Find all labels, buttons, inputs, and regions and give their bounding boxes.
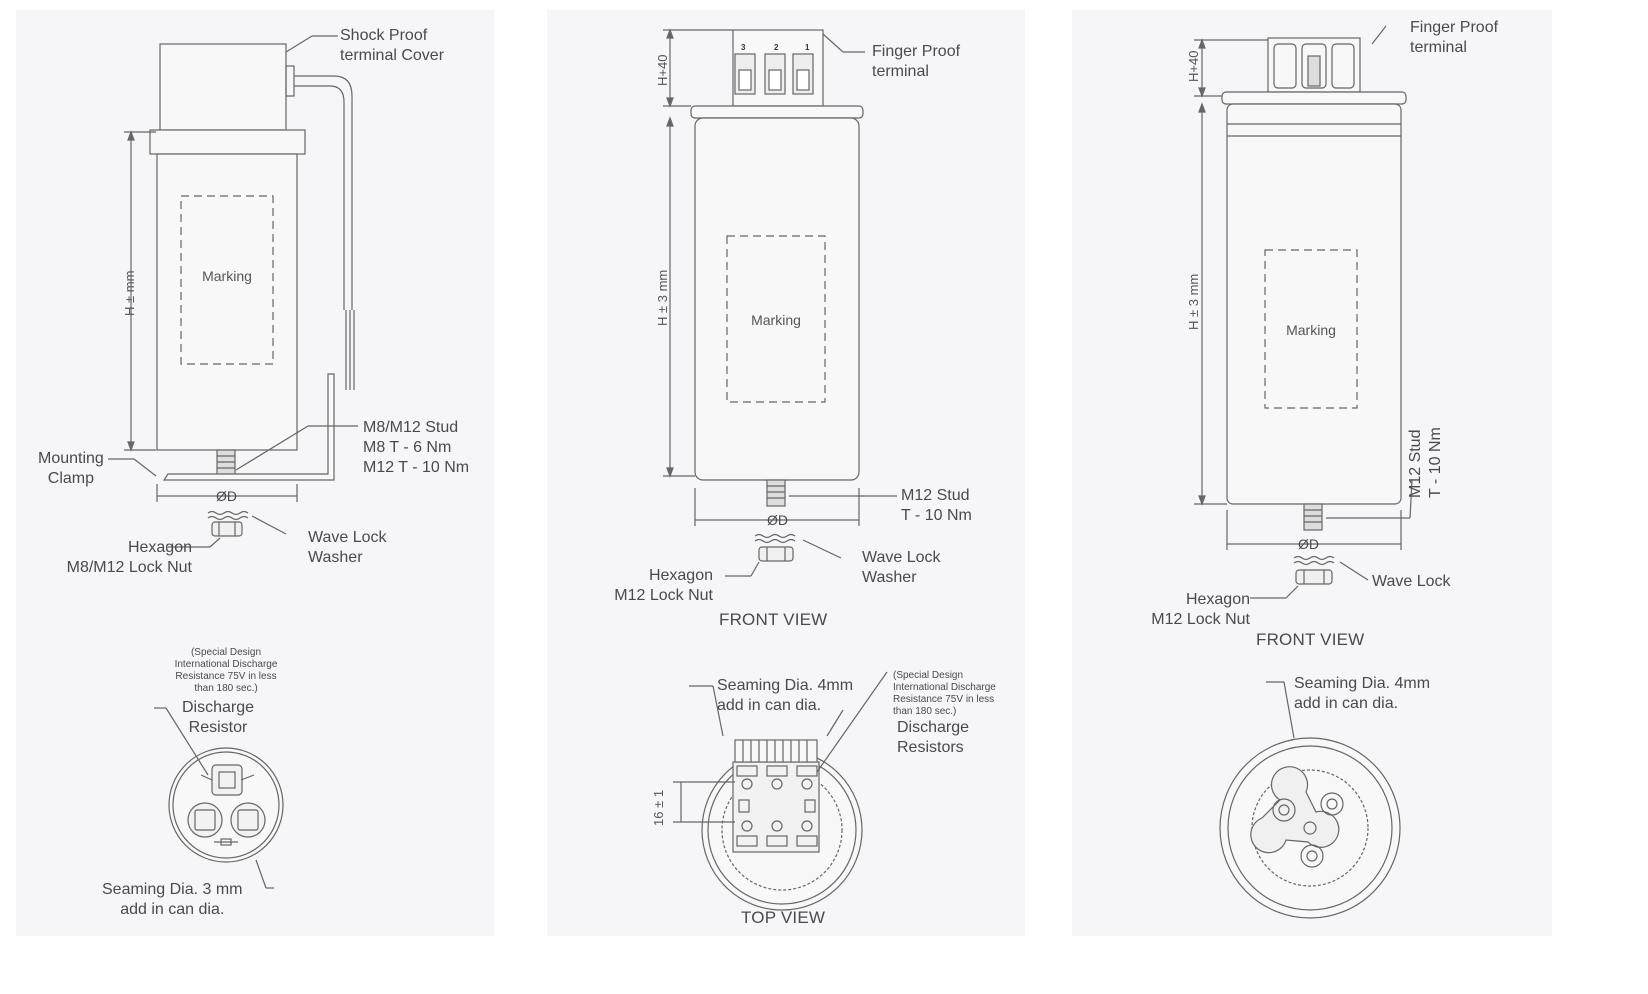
height-dim-label: H ± 3 mm [655,269,670,326]
height-dim-label: H ± 3 mm [1186,273,1201,330]
finger-proof-label: Finger Proof terminal [872,43,961,80]
middle-capacitor-panel: 3 2 1 Finger Proof terminal H+40 H ± 3 m… [547,10,1025,936]
marking-label: Marking [751,312,801,328]
front-view-label: FRONT VIEW [1256,630,1365,649]
top-view-label: TOP VIEW [741,908,826,927]
marking-label: Marking [1286,322,1336,338]
left-capacitor-drawing [108,35,358,889]
right-capacitor-panel: Finger Proof terminal H+40 H ± 3 mm Mark… [1072,10,1552,936]
hexagon-label: Hexagon M12 Lock Nut [1151,591,1250,628]
stud-label: M12 Stud T - 10 Nm [1407,427,1444,498]
seaming-label: Seaming Dia. 4mm add in can dia. [717,677,854,714]
capacitor-body [156,153,298,451]
finger-proof-label: Finger Proof terminal [1410,19,1499,56]
discharge-resistors-label: Discharge Resistors [897,719,970,756]
terminal-number-2: 2 [774,43,779,52]
capacitor-body [694,117,860,481]
marking-label: Marking [202,268,252,284]
discharge-resistor-label: Discharge Resistor [182,699,255,736]
stud-label: M12 Stud T - 10 Nm [901,487,972,524]
capacitor-body [1226,103,1402,505]
diameter-label: ØD [1298,536,1319,552]
special-design-note: (Special Design International Discharge … [893,670,996,717]
terminal-number-1: 1 [805,43,810,52]
marking-area [726,235,826,403]
seaming-label: Seaming Dia. 4mm add in can dia. [1294,675,1431,712]
shock-proof-cover [159,43,287,131]
stud-label: M8/M12 Stud M8 T - 6 Nm M12 T - 10 Nm [363,419,470,476]
hexagon-label: Hexagon M8/M12 Lock Nut [66,539,192,576]
height-dim-label: H ± mm [122,270,137,316]
diameter-label: ØD [216,488,237,504]
middle-capacitor-drawing [663,28,897,911]
left-capacitor-panel: Shock Proof terminal Cover H ± mm Markin… [16,10,494,936]
stud [1303,503,1323,531]
h40-label: H+40 [1186,50,1201,82]
front-view-label: FRONT VIEW [719,610,828,629]
seaming-label: Seaming Dia. 3 mm add in can dia. [102,881,243,918]
h40-label: H+40 [655,54,670,86]
marking-area [1264,249,1358,409]
wave-lock-label: Wave Lock Washer [308,529,387,566]
wave-lock-label: Wave Lock [1372,573,1451,590]
marking-area [180,195,274,365]
wave-lock-label: Wave Lock Washer [862,549,941,586]
diameter-label: ØD [767,512,788,528]
terminal-number-3: 3 [741,43,746,52]
stud [216,449,236,477]
dim-16-label: 16 ± 1 [651,789,666,826]
shock-proof-label: Shock Proof terminal Cover [340,27,445,64]
special-design-note: (Special Design International Discharge … [174,647,278,694]
right-capacitor-drawing [1194,25,1413,919]
stud [766,479,786,507]
hexagon-label: Hexagon M12 Lock Nut [614,567,713,604]
mounting-clamp-label: Mounting Clamp [38,450,104,487]
